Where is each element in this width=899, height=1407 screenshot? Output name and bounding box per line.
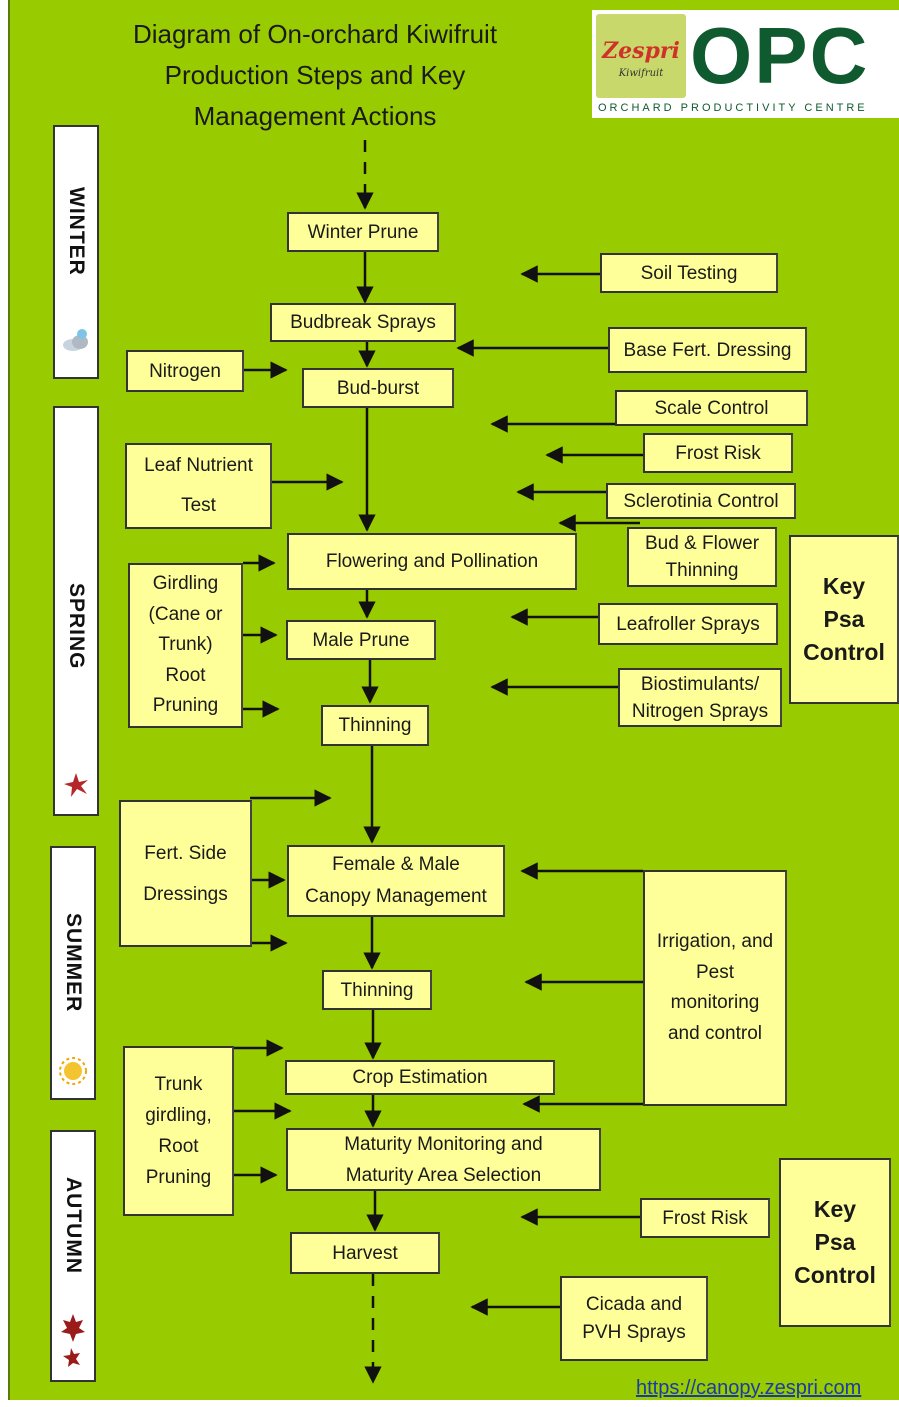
zespri-logo-word: Zespri: [602, 38, 680, 64]
action-cicada-pvh-sprays: Cicada and PVH Sprays: [560, 1276, 708, 1361]
season-label: WINTER: [65, 187, 88, 276]
action-scale-control: Scale Control: [615, 390, 808, 426]
action-leaf-nutrient-test: Leaf Nutrient Test: [125, 443, 272, 529]
step-budbreak-sprays: Budbreak Sprays: [270, 303, 456, 342]
step-winter-prune: Winter Prune: [287, 212, 439, 252]
step-male-prune: Male Prune: [286, 620, 436, 660]
action-fert-side-dressings: Fert. Side Dressings: [119, 800, 252, 947]
action-biostimulants: Biostimulants/ Nitrogen Sprays: [618, 668, 782, 727]
action-frost-risk-autumn: Frost Risk: [640, 1198, 770, 1238]
step-bud-burst: Bud-burst: [302, 368, 454, 408]
step-thinning-summer: Thinning: [322, 970, 432, 1010]
action-trunk-girdling: Trunk girdling, Root Pruning: [123, 1046, 234, 1216]
action-base-fert-dressing: Base Fert. Dressing: [608, 327, 807, 373]
season-summer: SUMMER: [50, 846, 96, 1100]
season-label: SUMMER: [62, 913, 85, 1013]
step-maturity-monitoring: Maturity Monitoring and Maturity Area Se…: [286, 1128, 601, 1191]
action-leafroller-sprays: Leafroller Sprays: [598, 603, 778, 645]
season-spring: SPRING: [53, 406, 99, 816]
zespri-logo: Zespri Kiwifruit: [596, 14, 686, 98]
action-bud-flower-thinning: Bud & Flower Thinning: [627, 527, 777, 587]
action-frost-risk-spring: Frost Risk: [643, 433, 793, 473]
step-canopy-management: Female & Male Canopy Management: [287, 845, 505, 917]
zespri-logo-sub: Kiwifruit: [618, 68, 664, 79]
season-label: SPRING: [65, 583, 88, 670]
step-flowering-pollination: Flowering and Pollination: [287, 533, 577, 590]
snow-cloud-icon: [63, 329, 88, 351]
action-nitrogen: Nitrogen: [126, 350, 244, 392]
flower-icon: [64, 773, 88, 797]
action-sclerotinia-control: Sclerotinia Control: [606, 483, 796, 519]
season-winter: WINTER: [53, 125, 99, 379]
opc-logo-sub: ORCHARD PRODUCTIVITY CENTRE: [598, 102, 868, 114]
season-label: AUTUMN: [62, 1177, 85, 1274]
season-autumn: AUTUMN: [50, 1130, 96, 1382]
action-soil-testing: Soil Testing: [600, 253, 778, 293]
step-thinning-spring: Thinning: [321, 705, 429, 746]
opc-logo: OPC: [690, 11, 870, 100]
canopy-link[interactable]: https://canopy.zespri.com: [636, 1377, 862, 1399]
logo-panel: Zespri Kiwifruit OPC ORCHARD PRODUCTIVIT…: [592, 10, 899, 118]
sun-icon: [59, 1057, 87, 1085]
step-harvest: Harvest: [290, 1232, 440, 1274]
step-crop-estimation: Crop Estimation: [285, 1060, 555, 1095]
key-psa-control-spring: Key Psa Control: [789, 535, 899, 704]
diagram-title: Diagram of On-orchard Kiwifruit Producti…: [132, 19, 498, 131]
action-girdling-root-pruning: Girdling (Cane or Trunk) Root Pruning: [128, 563, 243, 728]
maple-leaf-icon: [61, 1314, 85, 1367]
action-irrigation-pest-control: Irrigation, and Pest monitoring and cont…: [643, 870, 787, 1106]
key-psa-control-autumn: Key Psa Control: [779, 1158, 891, 1327]
